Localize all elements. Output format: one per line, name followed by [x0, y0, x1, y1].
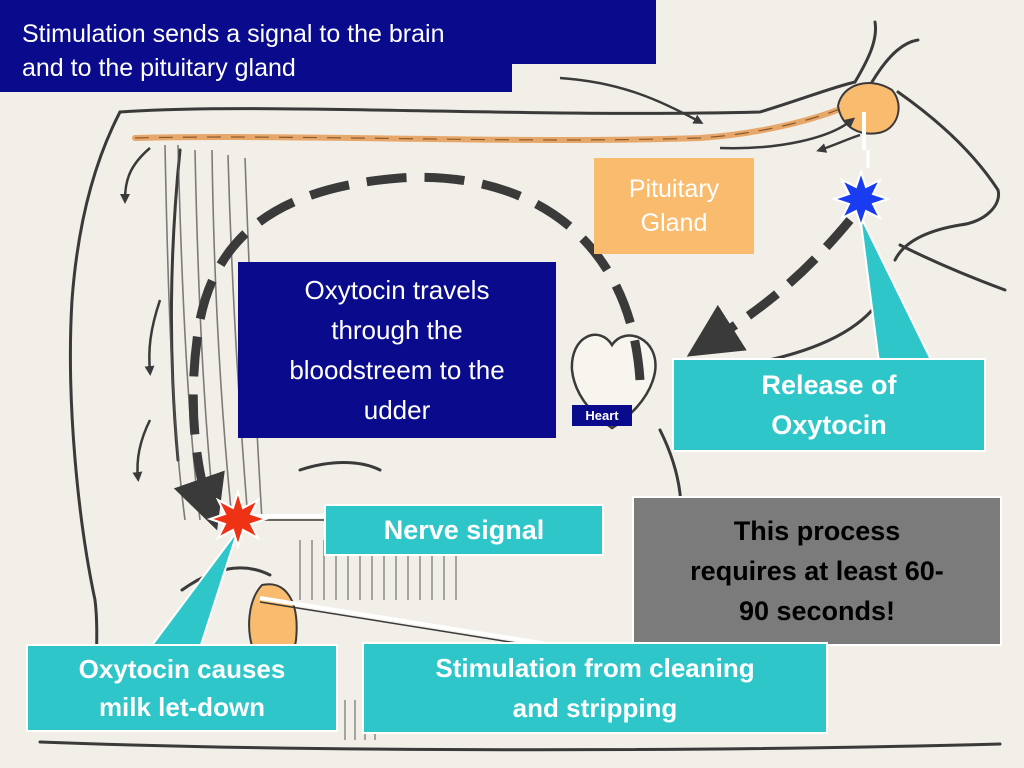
title-line-1: Stimulation sends a signal to the brain [22, 20, 445, 48]
pituitary-line-1: Pituitary [628, 175, 720, 203]
heart-label-text: Heart [585, 408, 619, 423]
nerve-signal-label: Nerve signal [324, 504, 604, 556]
letdown-line-2: milk let-down [98, 692, 266, 722]
pituitary-to-heart-arrows [686, 217, 854, 357]
title-line-2: and to the pituitary gland [22, 54, 296, 82]
oxytocin-travels-label: Oxytocin travels through the bloodstreem… [238, 262, 556, 438]
pointer-lines [255, 514, 561, 648]
stimulation-label: Stimulation from cleaning and stripping [362, 642, 828, 734]
red-starburst-icon [206, 488, 270, 550]
blue-starburst-icon [830, 168, 892, 230]
release-callout-pointer [859, 214, 938, 371]
travels-line-3: bloodstreem to the [289, 355, 505, 385]
process-line-2: requires at least 60- [690, 556, 944, 586]
travels-line-1: Oxytocin travels [304, 275, 490, 305]
release-line-2: Oxytocin [771, 410, 887, 440]
nerve-signal-text: Nerve signal [383, 514, 545, 545]
stimulation-line-1: Stimulation from cleaning [435, 653, 755, 683]
pituitary-label: Pituitary Gland [594, 158, 754, 254]
process-line-1: This process [733, 516, 901, 546]
thin-arrows [120, 76, 861, 482]
process-line-3: 90 seconds! [738, 596, 896, 626]
heart-label: Heart [572, 405, 632, 426]
release-line-1: Release of [761, 370, 897, 400]
letdown-callout-pointer [148, 529, 239, 649]
pituitary-gland-shape [836, 82, 900, 135]
pituitary-line-2: Gland [640, 209, 708, 237]
travels-line-2: through the [331, 315, 463, 345]
spinal-nerve [132, 102, 853, 143]
process-time-label: This process requires at least 60- 90 se… [632, 496, 1002, 646]
title-box-lower [0, 64, 512, 92]
travels-line-4: udder [363, 395, 431, 425]
title-text: Stimulation sends a signal to the brain … [22, 17, 444, 85]
milk-letdown-label: Oxytocin causes milk let-down [26, 644, 338, 732]
stimulation-line-2: and stripping [512, 693, 678, 723]
letdown-line-1: Oxytocin causes [78, 654, 286, 684]
title-box [0, 0, 656, 64]
release-of-oxytocin-label: Release of Oxytocin [672, 358, 986, 452]
bloodstream-loop [173, 172, 645, 531]
